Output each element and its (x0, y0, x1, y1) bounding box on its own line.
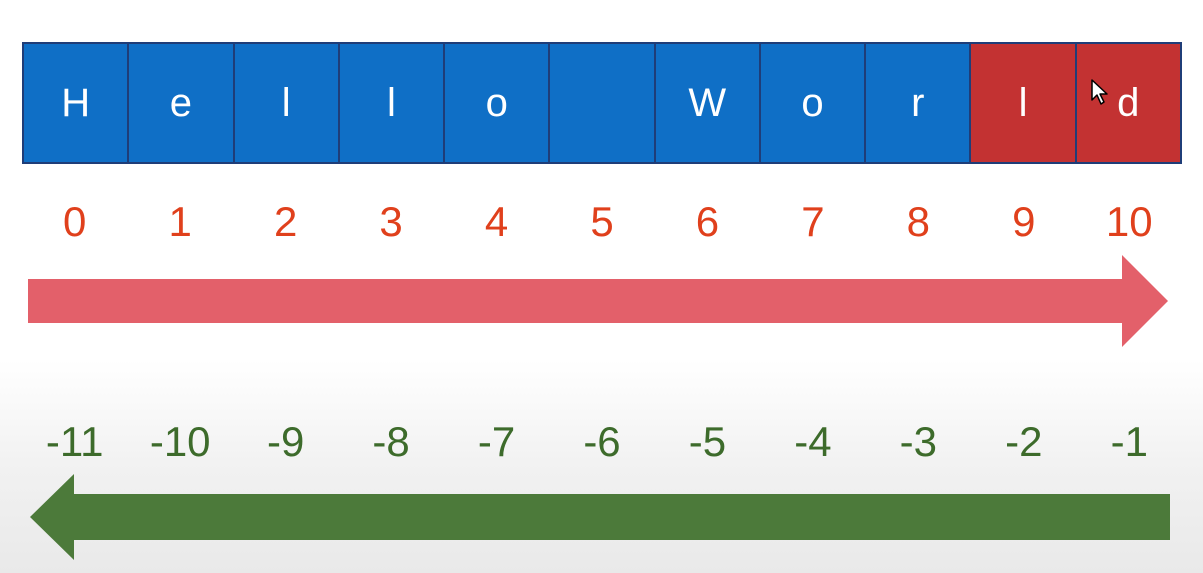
negative-index-label: -3 (899, 418, 938, 465)
positive-index-label: 0 (63, 198, 87, 245)
char-cell: o (760, 44, 865, 162)
negative-index-label: -6 (583, 418, 621, 465)
negative-index-row: -11 -10 -9 -8 -7 -6 -5 -4 -3 -2 -1 (22, 418, 1182, 466)
positive-index-label: 9 (1012, 198, 1036, 245)
cursor-icon (1091, 79, 1108, 105)
positive-index-label: 5 (590, 198, 614, 245)
char-cell: l (234, 44, 338, 162)
negative-index-label: -9 (266, 418, 305, 465)
negative-index-label: -8 (372, 418, 410, 465)
positive-index-label: 4 (484, 198, 509, 245)
positive-index-label: 7 (801, 198, 825, 245)
char-cell: l (339, 44, 444, 162)
positive-index-label: 6 (695, 198, 720, 245)
negative-index-label: -11 (45, 418, 104, 465)
forward-arrow (28, 255, 1168, 347)
char-cell (550, 44, 654, 162)
negative-index-label: -4 (794, 418, 832, 465)
positive-index-label: 10 (1105, 198, 1153, 245)
negative-index-label: -2 (1005, 418, 1043, 465)
backward-arrow-shape (30, 474, 1170, 560)
char-cell: W (655, 44, 759, 162)
positive-index-label: 2 (273, 198, 298, 245)
backward-arrow (30, 474, 1170, 560)
negative-index-label: -1 (1110, 418, 1148, 465)
char-cell: H (24, 44, 128, 162)
negative-index-label: -10 (149, 418, 211, 465)
positive-index-label: 1 (168, 198, 192, 245)
positive-index-row: 0 1 2 3 4 5 6 7 8 9 10 (22, 198, 1182, 246)
positive-index-label: 8 (906, 198, 931, 245)
char-cell: o (445, 44, 549, 162)
negative-index-label: -7 (477, 418, 516, 465)
forward-arrow-shape (28, 255, 1168, 347)
char-cell: d (1076, 44, 1180, 162)
char-cell: e (129, 44, 233, 162)
negative-index-label: -5 (688, 418, 727, 465)
positive-index-label: 3 (379, 198, 403, 245)
char-cell: l (971, 44, 1075, 162)
char-cell: r (866, 44, 970, 162)
